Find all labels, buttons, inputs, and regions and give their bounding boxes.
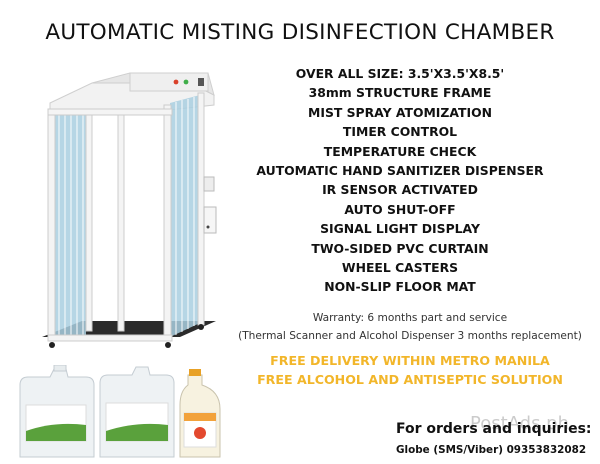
feature-item: TWO-SIDED PVC CURTAIN xyxy=(311,240,489,256)
warranty-line: (Thermal Scanner and Alcohol Dispenser 3… xyxy=(238,330,582,342)
warranty-line: Warranty: 6 months part and service xyxy=(312,312,508,324)
feature-item: SIGNAL LIGHT DISPLAY xyxy=(320,221,480,237)
product-bottles xyxy=(19,365,221,458)
feature-item: TEMPERATURE CHECK xyxy=(323,143,477,159)
promo-text: FREE DELIVERY WITHIN METRO MANILA FREE A… xyxy=(240,351,580,389)
watermark-text: PostAds.ph xyxy=(470,413,570,434)
signal-light-red xyxy=(173,79,179,85)
promo-line: FREE ALCOHOL AND ANTISEPTIC SOLUTION xyxy=(257,372,563,387)
feature-item: AUTOMATIC HAND SANITIZER DISPENSER xyxy=(256,162,544,178)
orders-contact: Globe (SMS/Viber) 09353832082 xyxy=(396,444,587,456)
promo-line: FREE DELIVERY WITHIN METRO MANILA xyxy=(270,353,550,368)
orders-heading: For orders and inquiries: xyxy=(396,421,592,437)
signal-light-green xyxy=(183,79,189,85)
feature-list: OVER ALL SIZE: 3.5'X3.5'X8.5' 38mm STRUC… xyxy=(240,64,560,297)
jerry-can xyxy=(99,366,175,458)
feature-item: MIST SPRAY ATOMIZATION xyxy=(308,104,492,120)
feature-item: AUTO SHUT-OFF xyxy=(344,201,456,217)
feature-item: NON-SLIP FLOOR MAT xyxy=(324,279,476,295)
wheel-caster xyxy=(49,342,55,348)
chamber-illustration xyxy=(42,72,217,348)
feature-item: IR SENSOR ACTIVATED xyxy=(322,182,478,198)
warranty-note: Warranty: 6 months part and service (The… xyxy=(225,309,595,345)
feature-item: 38mm STRUCTURE FRAME xyxy=(308,85,492,101)
jerry-can xyxy=(19,365,95,458)
thermal-scanner xyxy=(203,176,215,192)
feature-item: WHEEL CASTERS xyxy=(341,259,459,275)
frame-post xyxy=(47,108,56,342)
alcohol-gallon xyxy=(179,369,221,458)
page-title: AUTOMATIC MISTING DISINFECTION CHAMBER xyxy=(45,20,555,45)
feature-item: TIMER CONTROL xyxy=(342,124,458,140)
right-curtain xyxy=(170,95,200,337)
feature-item: OVER ALL SIZE: 3.5'X3.5'X8.5' xyxy=(295,66,505,81)
sanitizer-dispenser xyxy=(203,206,217,234)
